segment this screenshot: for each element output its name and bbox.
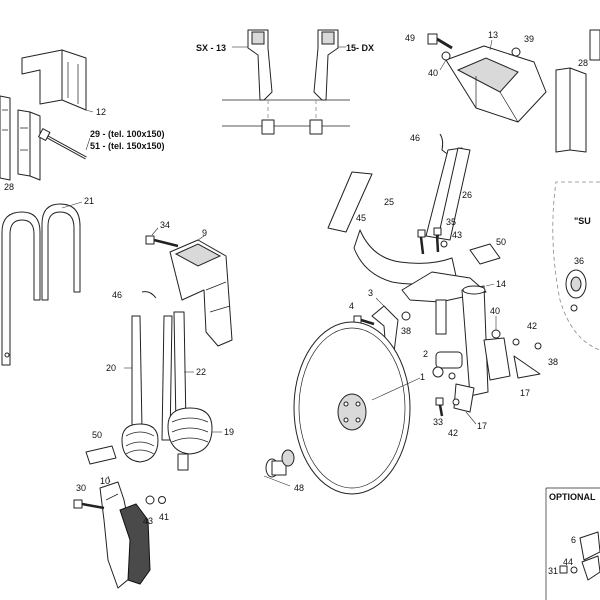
spring-clip-46 [141, 291, 157, 299]
hub-bracket-14 [401, 271, 489, 397]
callout-4: 4 [349, 301, 354, 311]
callout-38-right: 38 [548, 357, 558, 367]
callout-36: 36 [574, 256, 584, 266]
inset-detail [552, 181, 600, 351]
plate-50-right [469, 243, 501, 265]
callout-6: 6 [571, 535, 576, 545]
callout-40-top: 40 [428, 68, 438, 78]
optional-box [545, 487, 600, 600]
callout-20: 20 [106, 363, 116, 373]
spring-tine-21 [1, 203, 81, 366]
bolts-35 [417, 227, 442, 255]
callout-28-left: 28 [4, 182, 14, 192]
callout-26: 26 [462, 190, 472, 200]
callout-30: 30 [76, 483, 86, 493]
bracket-9 [169, 239, 233, 347]
washer-43-right [440, 240, 448, 248]
callout-2: 2 [423, 349, 428, 359]
share-10 [99, 481, 151, 589]
callout-43-right: 43 [452, 230, 462, 240]
callout-38-center: 38 [401, 326, 411, 336]
callout-3: 3 [368, 288, 373, 298]
callout-33: 33 [433, 417, 443, 427]
optional-label: OPTIONAL [549, 492, 596, 502]
label-dx: 15- DX [346, 43, 374, 53]
callout-12: 12 [96, 107, 106, 117]
clamp-plate-28-right [555, 29, 600, 153]
scraper-17-right [483, 337, 511, 381]
sx-dx-subassembly [222, 29, 350, 135]
callout-14: 14 [496, 279, 506, 289]
callout-22: 22 [196, 367, 206, 377]
scraper-blade-right [513, 355, 541, 379]
callout-17-lower: 17 [477, 421, 487, 431]
label-sx: SX - 13 [196, 43, 226, 53]
callout-29: 29 - (tel. 100x150) [90, 129, 165, 139]
callout-46-left: 46 [112, 290, 122, 300]
disc-1 [293, 321, 411, 495]
callout-21: 21 [84, 196, 94, 206]
nut-38-center [401, 311, 411, 321]
scraper-17-lower [453, 383, 475, 413]
wheel-bolt-48 [265, 449, 295, 478]
coil-tine-22 [161, 311, 213, 471]
callout-43-left: 43 [143, 516, 153, 526]
bolt-33 [435, 397, 444, 417]
callout-48: 48 [294, 483, 304, 493]
callout-1: 1 [420, 372, 425, 382]
bracket-13 [445, 45, 547, 123]
callout-31: 31 [548, 566, 558, 576]
pin-34 [145, 235, 179, 248]
clamp-plate-28 [0, 95, 41, 181]
callout-10: 10 [100, 476, 110, 486]
washer-42-top [512, 338, 520, 346]
callout-41: 41 [159, 512, 169, 522]
callout-42-lower: 42 [448, 428, 458, 438]
callout-28-right: 28 [578, 58, 588, 68]
nut-38-right [534, 342, 542, 350]
callout-17-right: 17 [520, 388, 530, 398]
nut-39 [511, 47, 521, 57]
callout-34: 34 [160, 220, 170, 230]
callout-50-right: 50 [496, 237, 506, 247]
plate-50-left [85, 445, 117, 465]
callout-39: 39 [524, 34, 534, 44]
washer-42-lower [452, 398, 460, 406]
bolt-30 [73, 499, 105, 510]
nut-41 [158, 496, 166, 504]
callout-44: 44 [563, 557, 573, 567]
callout-35: 35 [446, 217, 456, 227]
washer-43-left [145, 495, 155, 505]
callout-46-right: 46 [410, 133, 420, 143]
callout-45: 45 [356, 213, 366, 223]
callout-51: 51 - (tel. 150x150) [90, 141, 165, 151]
hub-2 [432, 351, 463, 380]
nut-40 [491, 329, 501, 339]
callout-19: 19 [224, 427, 234, 437]
callout-50-left: 50 [92, 430, 102, 440]
callout-25: 25 [384, 197, 394, 207]
callout-9: 9 [202, 228, 207, 238]
bolt-49 [427, 33, 453, 61]
callout-13: 13 [488, 30, 498, 40]
arm-25-26 [353, 147, 471, 285]
coil-tine-20 [121, 315, 159, 463]
callout-49: 49 [405, 33, 415, 43]
callout-40-right: 40 [490, 306, 500, 316]
strip-45 [327, 171, 373, 233]
callout-42-top: 42 [527, 321, 537, 331]
bracket-12 [21, 49, 87, 111]
inset-label: "SU [574, 216, 591, 226]
bolt-29-51 [38, 128, 87, 160]
